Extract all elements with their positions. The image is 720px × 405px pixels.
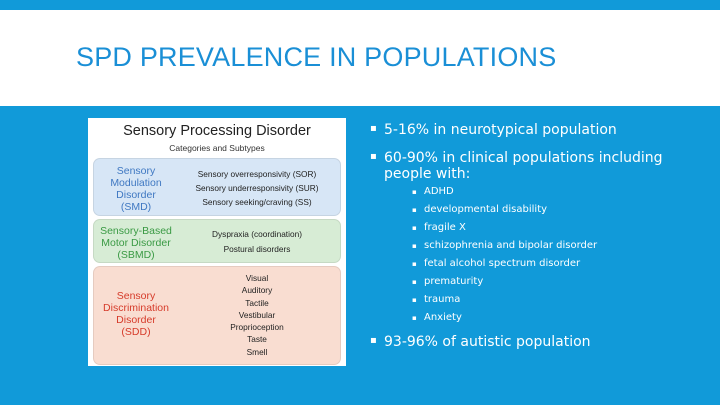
smd-category-name: Sensory Modulation Disorder (SMD) bbox=[94, 165, 178, 213]
bullet-list: ▪ 5-16% in neurotypical population ▪ 60-… bbox=[368, 120, 708, 350]
sdd-name-line: Sensory bbox=[116, 290, 156, 302]
sub-bullet-text: schizophrenia and bipolar disorder bbox=[424, 240, 598, 251]
sub-bullet-item: ▪ developmental disability bbox=[368, 204, 708, 216]
sbmd-name-line: Motor Disorder bbox=[101, 237, 171, 249]
sdd-name-line: Discrimination bbox=[103, 302, 169, 314]
bullet-marker: ▪ bbox=[370, 335, 377, 346]
smd-name-line: (SMD) bbox=[120, 201, 152, 213]
sub-bullet-text: Anxiety bbox=[424, 312, 462, 323]
sub-bullet-text: ADHD bbox=[424, 186, 454, 197]
title-band bbox=[0, 10, 720, 106]
bullet-marker: ▪ bbox=[370, 123, 377, 134]
sub-bullet-marker: ▪ bbox=[412, 260, 417, 268]
smd-name-line: Disorder bbox=[116, 189, 156, 201]
sub-bullet-marker: ▪ bbox=[412, 242, 417, 250]
sdd-category-name: Sensory Discrimination Disorder (SDD) bbox=[94, 290, 178, 338]
figure-subtitle: Categories and Subtypes bbox=[169, 143, 265, 153]
smd-subtype: Sensory overresponsivity (SOR) bbox=[197, 169, 317, 179]
sub-bullet-item: ▪ prematurity bbox=[368, 276, 708, 288]
sub-bullet-text: trauma bbox=[424, 294, 461, 305]
sub-bullet-text: fragile X bbox=[424, 222, 466, 233]
sub-bullet-item: ▪ ADHD bbox=[368, 186, 708, 198]
sdd-category-box: Sensory Discrimination Disorder (SDD) Vi… bbox=[93, 266, 341, 365]
smd-subtypes: Sensory overresponsivity (SOR) Sensory u… bbox=[178, 167, 336, 209]
bullet-item: ▪ 5-16% in neurotypical population bbox=[368, 122, 708, 138]
bullet-text: 5-16% in neurotypical population bbox=[384, 122, 617, 138]
sub-bullet-marker: ▪ bbox=[412, 278, 417, 286]
sbmd-name-line: (SBMD) bbox=[117, 249, 155, 261]
sdd-subtype: Taste bbox=[247, 334, 267, 345]
sbmd-subtype: Postural disorders bbox=[223, 244, 291, 254]
sub-bullet-marker: ▪ bbox=[412, 314, 417, 322]
sub-bullet-marker: ▪ bbox=[412, 188, 417, 196]
bullet-text: 60-90% in clinical populations including… bbox=[384, 150, 663, 182]
sbmd-name-line: Sensory-Based bbox=[100, 225, 172, 237]
bullet-item: ▪ 60-90% in clinical populations includi… bbox=[368, 150, 708, 182]
figure-title: Sensory Processing Disorder bbox=[123, 123, 311, 139]
sdd-subtype: Tactile bbox=[245, 297, 269, 308]
smd-name-line: Modulation bbox=[110, 177, 162, 189]
sub-bullet-item: ▪ Anxiety bbox=[368, 312, 708, 324]
sdd-subtypes: Visual Auditory Tactile Vestibular Propr… bbox=[178, 272, 336, 358]
sdd-name-line: (SDD) bbox=[121, 326, 151, 338]
sdd-name-line: Disorder bbox=[116, 314, 156, 326]
sbmd-category-box: Sensory-Based Motor Disorder (SBMD) Dysp… bbox=[93, 219, 341, 263]
sub-bullet-marker: ▪ bbox=[412, 224, 417, 232]
slide-title: SPD PREVALENCE IN POPULATIONS bbox=[76, 42, 557, 72]
sdd-subtype: Proprioception bbox=[230, 322, 284, 333]
bullet-marker: ▪ bbox=[370, 151, 377, 162]
smd-name-line: Sensory bbox=[116, 165, 156, 177]
sub-bullet-text: developmental disability bbox=[424, 204, 548, 215]
spd-categories-figure: Sensory Processing Disorder Categories a… bbox=[88, 118, 346, 366]
sub-bullet-text: fetal alcohol spectrum disorder bbox=[424, 258, 581, 269]
sub-bullet-marker: ▪ bbox=[412, 296, 417, 304]
sub-bullet-item: ▪ trauma bbox=[368, 294, 708, 306]
smd-category-box: Sensory Modulation Disorder (SMD) Sensor… bbox=[93, 158, 341, 216]
sub-bullet-text: prematurity bbox=[424, 276, 484, 287]
smd-subtype: Sensory seeking/craving (SS) bbox=[202, 197, 312, 207]
sbmd-subtypes: Dyspraxia (coordination) Postural disord… bbox=[178, 227, 336, 257]
sub-bullet-item: ▪ fetal alcohol spectrum disorder bbox=[368, 258, 708, 270]
bullet-item: ▪ 93-96% of autistic population bbox=[368, 334, 708, 350]
sub-bullet-marker: ▪ bbox=[412, 206, 417, 214]
smd-subtype: Sensory underresponsivity (SUR) bbox=[195, 183, 319, 193]
sdd-subtype: Vestibular bbox=[238, 309, 276, 320]
sbmd-category-name: Sensory-Based Motor Disorder (SBMD) bbox=[94, 225, 178, 261]
bullet-text: 93-96% of autistic population bbox=[384, 334, 591, 350]
sbmd-subtype: Dyspraxia (coordination) bbox=[212, 229, 302, 239]
sdd-subtype: Smell bbox=[246, 346, 268, 357]
sdd-subtype: Visual bbox=[245, 273, 269, 283]
sdd-subtype: Auditory bbox=[241, 285, 273, 296]
sub-bullet-item: ▪ fragile X bbox=[368, 222, 708, 234]
top-accent-strip bbox=[0, 0, 720, 10]
sub-bullet-item: ▪ schizophrenia and bipolar disorder bbox=[368, 240, 708, 252]
